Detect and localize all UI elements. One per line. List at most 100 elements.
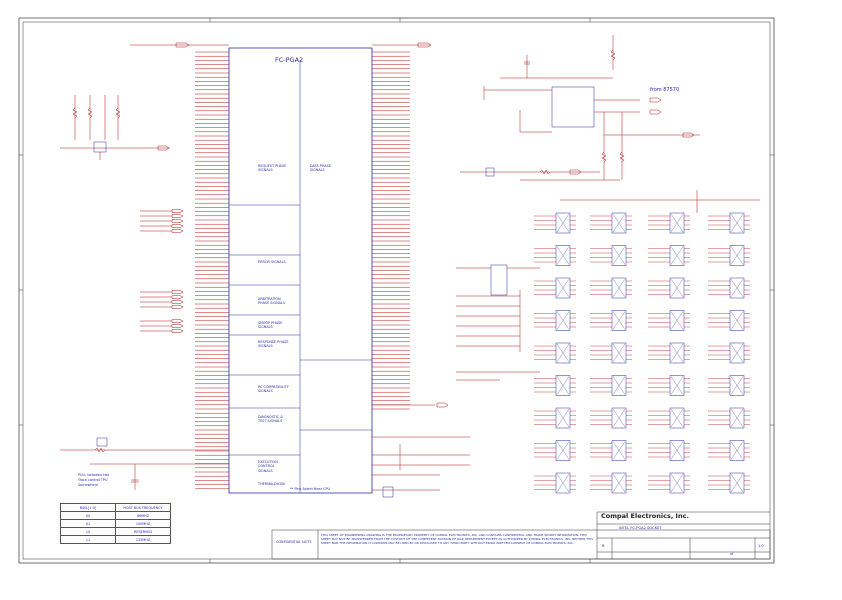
left-note: PULL between two Trace control TPU Somew… (78, 473, 110, 487)
resistor-pack (669, 342, 685, 364)
confidential-text: THIS SHEET OF ENGINEERING DRAWING IS THE… (321, 533, 593, 546)
sheet-size: B (602, 544, 605, 548)
offpage-connector (171, 324, 184, 328)
offpage-connector (171, 300, 184, 304)
resistor-pack (729, 277, 745, 299)
resistor-pack (555, 407, 571, 429)
resistor-pack (611, 342, 627, 364)
group-execution: EXECUTION CONTROL SIGNALS (258, 460, 278, 473)
resistor-pack-hatch (730, 278, 744, 298)
resistor-pack-hatch (556, 343, 570, 363)
offpage-connector (171, 319, 184, 323)
group-thermaldiode: THERMALDIODE (258, 482, 286, 486)
resistor-pack (555, 375, 571, 396)
resistor-pack-hatch (612, 278, 626, 298)
resistor-pack (555, 310, 571, 331)
offpage-connector (171, 214, 184, 218)
table-cell: 01 (60, 519, 116, 528)
group-diagnostic: DIAGNOSTIC & TEST SIGNALS (258, 415, 284, 424)
resistor-pack-hatch (556, 376, 570, 395)
group-error: ERROR SIGNALS (258, 260, 286, 264)
resistor-pack (669, 212, 685, 234)
table-cell: 133MHZ (115, 535, 171, 544)
resistor-pack-hatch (670, 213, 684, 233)
resistor-pack-hatch (730, 473, 744, 493)
resistor-pack-hatch (556, 246, 570, 265)
group-response: RESPONSE PHASE SIGNALS (258, 340, 289, 349)
resistor-pack-hatch (730, 311, 744, 330)
resistor-pack (669, 375, 685, 396)
resistor-pack-hatch (556, 311, 570, 330)
resistor-pack-hatch (612, 376, 626, 395)
resistor-pack (555, 212, 571, 234)
sheet-title: INTEL FC-PGA2 SOCKET (619, 526, 662, 530)
cpu-note: ** Pins Select Near CPU (290, 487, 330, 491)
resistor-pack (729, 440, 745, 461)
resistor-pack (729, 245, 745, 266)
table-row: BSEL[1:0]HOST BUS FREQUENCY (60, 503, 171, 512)
resistor-pack-hatch (730, 376, 744, 395)
resistor-pack (555, 245, 571, 266)
resistor-pack (611, 472, 627, 494)
resistor-pack (611, 277, 627, 299)
group-pc-compat: PC COMPATIBILITY SIGNALS (258, 385, 289, 394)
resistor-pack (669, 472, 685, 494)
resistor-pack (729, 375, 745, 396)
resistor-pack-hatch (730, 246, 744, 265)
resistor-pack (729, 407, 745, 429)
resistor-pack (669, 277, 685, 299)
resistor-pack-hatch (556, 213, 570, 233)
group-snoop: SNOOP PHASE SIGNALS (258, 321, 283, 330)
resistor-pack (611, 440, 627, 461)
resistor-pack (729, 472, 745, 494)
resistor-pack (729, 212, 745, 234)
table-cell: 100MHZ (115, 519, 171, 528)
table-cell: 11 (60, 535, 116, 544)
resistor-pack (669, 407, 685, 429)
resistor-pack-hatch (670, 441, 684, 460)
resistor-pack (669, 440, 685, 461)
offpage-connector (171, 329, 184, 333)
resistor-pack-hatch (556, 278, 570, 298)
resistor-pack-hatch (670, 343, 684, 363)
resistor-pack-hatch (612, 311, 626, 330)
resistor-pack-hatch (670, 408, 684, 428)
resistor-pack-hatch (556, 408, 570, 428)
offpage-connector (171, 290, 184, 294)
resistor-pack (555, 440, 571, 461)
cpu-part-label: FC-PGA2 (275, 56, 304, 64)
group-arbitration: ARBITRATION PHASE SIGNALS (258, 297, 285, 306)
confidential-label: CONFIDENTIAL NOTE (276, 540, 312, 544)
resistor-pack-hatch (670, 376, 684, 395)
resistor-pack-hatch (612, 408, 626, 428)
resistor-pack (555, 342, 571, 364)
resistor-pack (611, 375, 627, 396)
resistor-pack-hatch (670, 473, 684, 493)
thermal-source-label: from 87570 (650, 87, 680, 93)
resistor-pack (555, 472, 571, 494)
resistor-pack (729, 310, 745, 331)
resistor-pack-hatch (556, 441, 570, 460)
table-cell: RESERVED (115, 527, 171, 536)
group-data-phase: DATA PHASE SIGNALS (310, 164, 332, 173)
offpage-connector (171, 209, 184, 213)
resistor-pack (611, 245, 627, 266)
offpage-connector (171, 295, 184, 299)
table-cell: 66MHZ (115, 511, 171, 520)
offpage-connector (171, 229, 184, 233)
resistor-pack-hatch (612, 441, 626, 460)
sheet-of: of (730, 552, 734, 556)
resistor-pack (611, 407, 627, 429)
offpage-connector (171, 219, 184, 223)
group-request-phase: REQUEST PHASE SIGNALS (258, 164, 287, 173)
resistor-pack-hatch (730, 213, 744, 233)
sheet-rev: 1.0 (758, 544, 764, 548)
offpage-connector (171, 305, 184, 309)
table-cell: 10 (60, 527, 116, 536)
resistor-pack-hatch (612, 246, 626, 265)
resistor-pack-hatch (612, 343, 626, 363)
